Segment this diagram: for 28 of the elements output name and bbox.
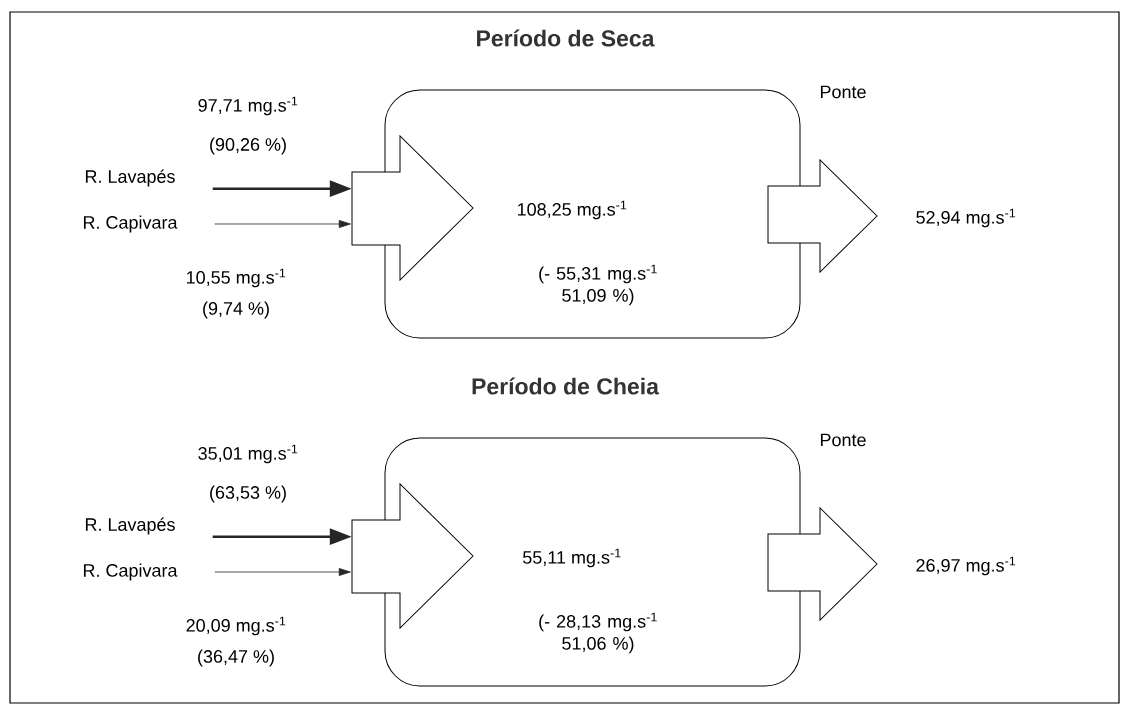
block-arrow — [351, 135, 474, 281]
flow-value: 26,97 mg.s$^{-1}$ — [916, 556, 1016, 576]
flow-value: (63,53 %) — [210, 485, 286, 503]
flow-value: (9,74 %) — [203, 301, 269, 319]
panel-title: Período de Seca — [477, 29, 655, 47]
flow-value: 35,01 mg.s$^{-1}$ — [198, 444, 298, 464]
flow-value: 97,71 mg.s$^{-1}$ — [198, 96, 298, 116]
arrow — [214, 568, 351, 576]
river-name: R. Capivara — [83, 563, 178, 581]
flow-value: Ponte — [820, 85, 866, 99]
block-arrow — [351, 483, 474, 629]
arrow — [214, 220, 351, 228]
block-arrow — [767, 507, 878, 621]
flow-value: (- 28,13 mg.s$^{-1}$ 51,06 %) — [539, 612, 657, 654]
flow-value: 52,94 mg.s$^{-1}$ — [916, 208, 1016, 228]
panel-title: Período de Cheia — [472, 377, 660, 395]
flow-value: (90,26 %) — [210, 137, 286, 155]
flow-value: 10,55 mg.s$^{-1}$ — [187, 268, 286, 288]
river-name: R. Lavapés — [85, 169, 175, 187]
block-arrow — [767, 159, 878, 273]
flow-value: Ponte — [820, 433, 866, 447]
flow-value: 20,09 mg.s$^{-1}$ — [186, 616, 286, 636]
river-name: R. Capivara — [83, 215, 178, 233]
flow-value: (- 55,31 mg.s$^{-1}$ 51,09 %) — [539, 264, 657, 306]
flow-value: 55,11 mg.s$^{-1}$ — [523, 548, 621, 568]
flow-value: (36,47 %) — [198, 649, 274, 667]
river-name: R. Lavapés — [85, 517, 175, 535]
flow-value: 108,25 mg.s$^{-1}$ — [518, 200, 627, 220]
